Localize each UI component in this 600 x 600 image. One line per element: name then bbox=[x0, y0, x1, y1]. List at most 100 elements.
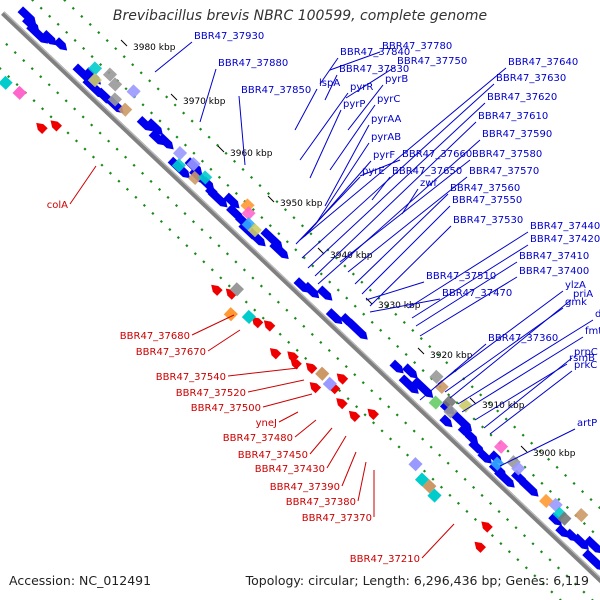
forward-cds-arrow bbox=[468, 439, 485, 455]
kbp-tick bbox=[120, 39, 128, 47]
forward-gene-leader bbox=[324, 124, 370, 207]
forward-gene-leader bbox=[154, 41, 193, 73]
forward-cds-shape bbox=[548, 512, 562, 526]
forward-gene-label: BBR47_37580 bbox=[472, 149, 542, 160]
reverse-cds-arrow bbox=[50, 120, 62, 132]
gc-guide-line bbox=[0, 36, 594, 600]
kbp-tick-label: 3900 kbp bbox=[533, 449, 576, 459]
forward-gene-leader bbox=[371, 176, 391, 201]
forward-cds-shape bbox=[477, 449, 492, 464]
reverse-gene-label: BBR47_37430 bbox=[255, 464, 325, 475]
forward-gene-leader bbox=[295, 176, 361, 245]
forward-gene-leader bbox=[499, 428, 576, 467]
reverse-gene-label: BBR47_37520 bbox=[176, 388, 246, 399]
forward-cds-arrow bbox=[389, 359, 404, 374]
forward-cds-arrow bbox=[302, 281, 320, 299]
forward-gene-leader bbox=[354, 193, 449, 285]
forward-gene-label: BBR47_37410 bbox=[519, 251, 589, 262]
reverse-cds-shape bbox=[474, 541, 486, 553]
reverse-gene-label: BBR47_37480 bbox=[223, 433, 293, 444]
feature-block bbox=[429, 369, 444, 384]
forward-gene-label: pyrP bbox=[343, 99, 365, 110]
reverse-cds-arrow bbox=[290, 358, 302, 370]
forward-gene-label: BBR47_37440 bbox=[530, 221, 600, 232]
feature-block bbox=[12, 85, 27, 100]
forward-gene-label: BBR47_37400 bbox=[519, 266, 589, 277]
reverse-cds-arrow bbox=[309, 382, 322, 394]
forward-gene-label: BBR47_37840 bbox=[340, 47, 410, 58]
forward-gene-leader bbox=[329, 104, 376, 171]
forward-cds-shape bbox=[325, 308, 343, 325]
forward-cds-shape bbox=[207, 188, 228, 208]
forward-cds-arrow bbox=[439, 414, 453, 428]
reverse-gene-leader bbox=[278, 411, 299, 423]
reverse-gene-label: BBR47_37370 bbox=[302, 513, 372, 524]
forward-cds-shape bbox=[53, 37, 68, 51]
forward-gene-leader bbox=[461, 336, 584, 413]
feature-block bbox=[490, 456, 505, 471]
gc-guide-line bbox=[62, 0, 600, 510]
forward-gene-label: zwf bbox=[420, 178, 437, 189]
forward-cds-shape bbox=[411, 376, 434, 398]
forward-cds-shape bbox=[316, 285, 333, 301]
reverse-gene-label: colA bbox=[47, 200, 68, 211]
kbp-tick bbox=[217, 145, 225, 153]
forward-cds-shape bbox=[40, 30, 57, 46]
forward-cds-arrow bbox=[450, 410, 473, 432]
forward-gene-label: BBR47_37640 bbox=[508, 57, 578, 68]
forward-gene-leader bbox=[314, 142, 370, 226]
feature-block bbox=[126, 84, 141, 99]
forward-cds-shape bbox=[402, 363, 418, 379]
reverse-gene-leader bbox=[357, 461, 367, 502]
forward-gene-leader bbox=[309, 109, 342, 179]
kbp-tick bbox=[417, 347, 425, 355]
forward-gene-label: BBR47_37650 bbox=[392, 166, 462, 177]
kbp-tick-label: 3920 kbp bbox=[430, 351, 473, 361]
forward-cds-shape bbox=[494, 467, 515, 488]
forward-gene-leader bbox=[489, 370, 573, 435]
reverse-gene-leader bbox=[247, 379, 305, 393]
forward-gene-leader bbox=[369, 298, 441, 313]
reverse-cds-shape bbox=[290, 358, 302, 370]
feature-block bbox=[186, 156, 201, 172]
forward-cds-shape bbox=[519, 477, 539, 497]
gc-guide-line bbox=[30, 0, 600, 540]
kbp-tick-label: 3930 kbp bbox=[378, 301, 421, 311]
feature-block bbox=[442, 394, 457, 410]
kbp-tick-label: 3950 kbp bbox=[280, 199, 323, 209]
forward-cds-arrow bbox=[584, 535, 600, 554]
forward-cds-shape bbox=[398, 374, 419, 394]
feature-block bbox=[427, 488, 442, 503]
reverse-cds-arrow bbox=[36, 122, 48, 135]
kbp-tick bbox=[520, 445, 528, 453]
forward-gene-label: pyrF bbox=[373, 150, 395, 161]
reverse-cds-shape bbox=[211, 284, 223, 296]
reverse-gene-leader bbox=[341, 451, 357, 487]
forward-gene-label: artP bbox=[577, 418, 597, 429]
forward-gene-label: BBR47_37470 bbox=[442, 288, 512, 299]
forward-cds-arrow bbox=[398, 374, 419, 394]
reverse-gene-leader bbox=[191, 314, 235, 336]
forward-gene-leader bbox=[457, 319, 594, 405]
forward-gene-leader bbox=[238, 95, 246, 166]
forward-cds-shape bbox=[223, 192, 240, 209]
reverse-cds-arrow bbox=[263, 320, 276, 332]
forward-cds-shape bbox=[389, 359, 404, 374]
feature-block bbox=[107, 92, 123, 107]
reverse-cds-shape bbox=[336, 373, 349, 385]
forward-gene-label: BBR47_37660 bbox=[402, 149, 472, 160]
forward-gene-leader bbox=[299, 92, 349, 161]
feature-block bbox=[87, 73, 102, 88]
reverse-cds-shape bbox=[309, 382, 322, 394]
feature-block bbox=[511, 461, 526, 476]
forward-cds-arrow bbox=[494, 467, 515, 488]
genome-stats-label: Topology: circular; Length: 6,296,436 bp… bbox=[245, 573, 589, 588]
kbp-tick bbox=[267, 195, 275, 203]
feature-block bbox=[493, 439, 509, 454]
reverse-gene-leader bbox=[326, 435, 347, 469]
forward-gene-label: pyrAA bbox=[371, 114, 401, 125]
forward-gene-leader bbox=[319, 57, 339, 85]
forward-cds-arrow bbox=[40, 30, 57, 46]
reverse-cds-shape bbox=[305, 362, 318, 375]
